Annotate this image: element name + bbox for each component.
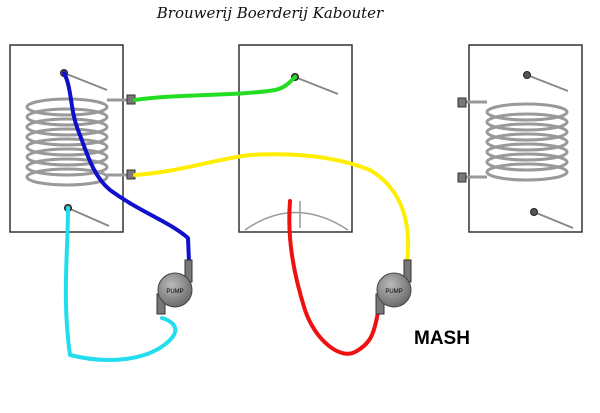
hose-blue (62, 71, 191, 264)
mode-label: MASH (414, 328, 470, 349)
pump-2: PUMP (375, 259, 412, 315)
port-right-lower (457, 172, 467, 183)
hose-green (133, 75, 297, 102)
port-right-upper (457, 97, 467, 108)
pump-2-label: PUMP (385, 289, 402, 295)
vessel-hot-liquor-tank (9, 44, 136, 233)
diagram-title: Brouwerij Boerderij Kabouter (156, 4, 384, 22)
false-bottom (244, 211, 349, 231)
heat-exchanger-coil-left (25, 97, 130, 187)
hose-red (287, 199, 380, 356)
probe-bottom-right (530, 208, 574, 229)
pump-1-label: PUMP (166, 289, 183, 295)
pump-1: PUMP (156, 259, 193, 315)
probe-top-right (523, 71, 569, 92)
vessel-boil-kettle (457, 44, 583, 233)
hose-yellow (133, 152, 411, 265)
vessel-mash-tun (238, 44, 353, 233)
hose-cyan (63, 206, 178, 362)
